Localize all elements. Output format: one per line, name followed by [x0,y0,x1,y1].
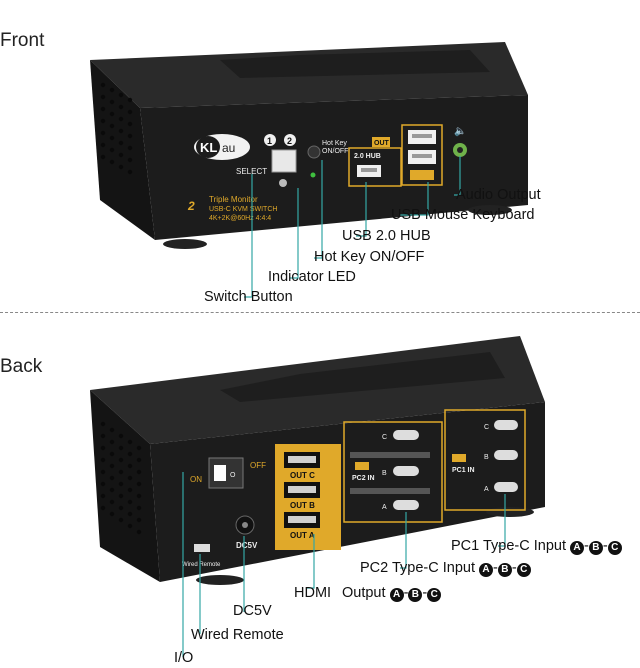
hdmi-out-c-label: OUT C [290,471,315,480]
back-device-image: ON O OFF Wired Remote DC5V OUT C OUT B O… [90,336,545,657]
pc2-port-c [393,430,419,440]
front-device-image: KL au 1 2 SELECT Hot Key ON/OFF 2 Triple… [90,42,528,298]
hotkey-label-line2: ON/OFF [322,148,348,155]
cklau-logo: KL au [194,134,250,160]
hdmi-out-a-label: OUT A [290,531,315,540]
svg-text:🔈: 🔈 [454,126,466,137]
pc2-port-b [393,466,419,476]
callout-output: Output A-B-C [342,585,442,602]
indicator-led-2 [310,172,316,178]
port-number-2: 2 [287,136,292,146]
switch-button-shape [271,149,297,173]
pc1-input-region [444,409,526,511]
dc-label: DC5V [236,541,258,550]
letter-b-badge: B [497,563,512,577]
letter-a-badge: A [479,563,494,577]
letter-c-badge: C [607,541,622,555]
svg-text:au: au [222,141,235,155]
port-number-1: 1 [267,136,272,146]
wired-remote-label: Wired Remote [182,562,221,568]
callout-wired-remote: Wired Remote [191,627,284,643]
letter-c-badge: C [516,563,531,577]
pc1-port-c [494,420,518,430]
callout-usb-mouse-keyboard: USB Mouse Keyboard [391,207,535,223]
hdmi-out-b-label: OUT B [290,501,315,510]
front-section-title: Front [0,30,45,51]
off-label: OFF [250,461,266,470]
svg-text:KL: KL [200,140,217,155]
hub-label: 2.0 HUB [354,153,381,160]
pc1-port-a [494,482,518,492]
callout-pc1-abc: A-B-C [570,538,622,555]
callout-io: I/O [174,650,194,666]
callout-dc5v: DC5V [233,603,272,619]
callout-audio-output: Audio Output [456,187,541,203]
callout-output-text: Output [342,585,386,601]
pc2-label: PC2 IN [352,475,375,482]
letter-c-badge: C [427,588,442,602]
svg-text:2: 2 [187,199,195,213]
pc1-letter-b: B [484,454,489,461]
letter-b-badge: B [588,541,603,555]
hotkey-label-line1: Hot Key [322,140,347,147]
callout-pc1: PC1 Type-C Input A-B-C [451,538,622,555]
back-section-title: Back [0,356,43,377]
pc1-letter-c: C [484,424,489,431]
indicator-led-1 [279,179,287,187]
pc1-port-b [494,450,518,460]
pc2-input-region [343,421,443,523]
pc2-letter-a: A [382,504,387,511]
wired-remote-port [194,544,210,552]
on-label: ON [190,475,202,484]
letter-b-badge: B [408,588,423,602]
model-line-3: 4K+2K@60Hz 4:4:4 [209,215,271,222]
pc1-letter-a: A [484,486,489,493]
callout-usb-hub: USB 2.0 HUB [342,228,431,244]
callout-hot-key: Hot Key ON/OFF [314,249,425,265]
section-divider [0,312,640,313]
out-label: OUT [374,140,390,147]
model-line-1: Triple Monitor [209,195,258,204]
callout-pc2-abc: A-B-C [479,560,531,577]
pc2-letter-b: B [382,470,387,477]
callout-pc2: PC2 Type-C Input A-B-C [360,560,531,577]
callout-pc2-text: PC2 Type-C Input [360,560,475,576]
svg-text:O: O [230,472,236,479]
select-label: SELECT [236,167,267,176]
callout-output-abc: A-B-C [389,585,442,602]
model-line-2: USB-C KVM SWITCH [209,206,277,213]
pc2-letter-c: C [382,434,387,441]
pc2-port-a [393,500,419,510]
callout-hdmi: HDMI [294,585,332,601]
callout-indicator-led: Indicator LED [268,269,356,285]
letter-a-badge: A [389,588,404,602]
side-vents [100,82,133,175]
letter-a-badge: A [570,541,585,555]
callout-pc1-text: PC1 Type-C Input [451,538,566,554]
pc1-label: PC1 IN [452,467,475,474]
callout-switch-button: Switch Button [204,289,293,305]
